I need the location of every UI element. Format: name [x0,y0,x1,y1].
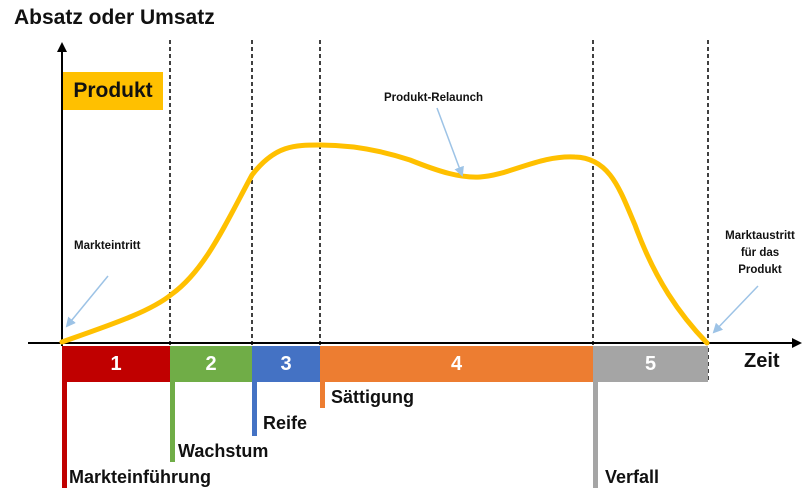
market-exit-note: Marktaustritt für das Produkt [716,228,804,279]
market-exit-line-2: für das [740,247,780,259]
phase-bars [62,346,708,382]
x-axis-label: Zeit [744,350,780,372]
relaunch-note: Produkt-Relaunch [384,92,484,104]
phase-bar-3 [252,346,320,382]
phase-name-2: Wachstum [178,441,269,461]
phase-drop-4 [320,382,325,408]
phase-number-4: 4 [450,352,463,375]
phase-bar-2 [170,346,252,382]
phase-number-2: 2 [205,352,217,375]
phase-bar-1 [62,346,170,382]
phase-boundaries [169,40,709,380]
phase-name-3: Reife [263,413,308,433]
market-exit-line-1: Marktaustritt [725,230,795,242]
phase-number-5: 5 [644,352,657,375]
relaunch-arrow [436,107,464,177]
phase-name-4: Sättigung [331,387,414,407]
phase-drop-1 [62,382,67,488]
phase-drop-5 [593,382,598,488]
phase-drops [62,382,598,488]
market-exit-line-3: Produkt [738,264,782,276]
market-entry-arrow [65,275,109,328]
product-badge: Produkt [63,72,163,110]
phase-name-5: Verfall [605,467,660,487]
lifecycle-curve [59,142,710,346]
market-exit-arrow [712,285,759,334]
y-axis-label: Absatz oder Umsatz [14,6,215,29]
phase-number-3: 3 [280,352,292,375]
phase-drop-3 [252,382,257,436]
phase-bar-5 [593,346,708,382]
market-entry-note: Markteintritt [74,240,141,252]
phase-number-1: 1 [110,352,122,375]
phase-name-1: Markteinführung [69,467,211,487]
phase-bar-4 [320,346,593,382]
phase-drop-2 [170,382,175,462]
